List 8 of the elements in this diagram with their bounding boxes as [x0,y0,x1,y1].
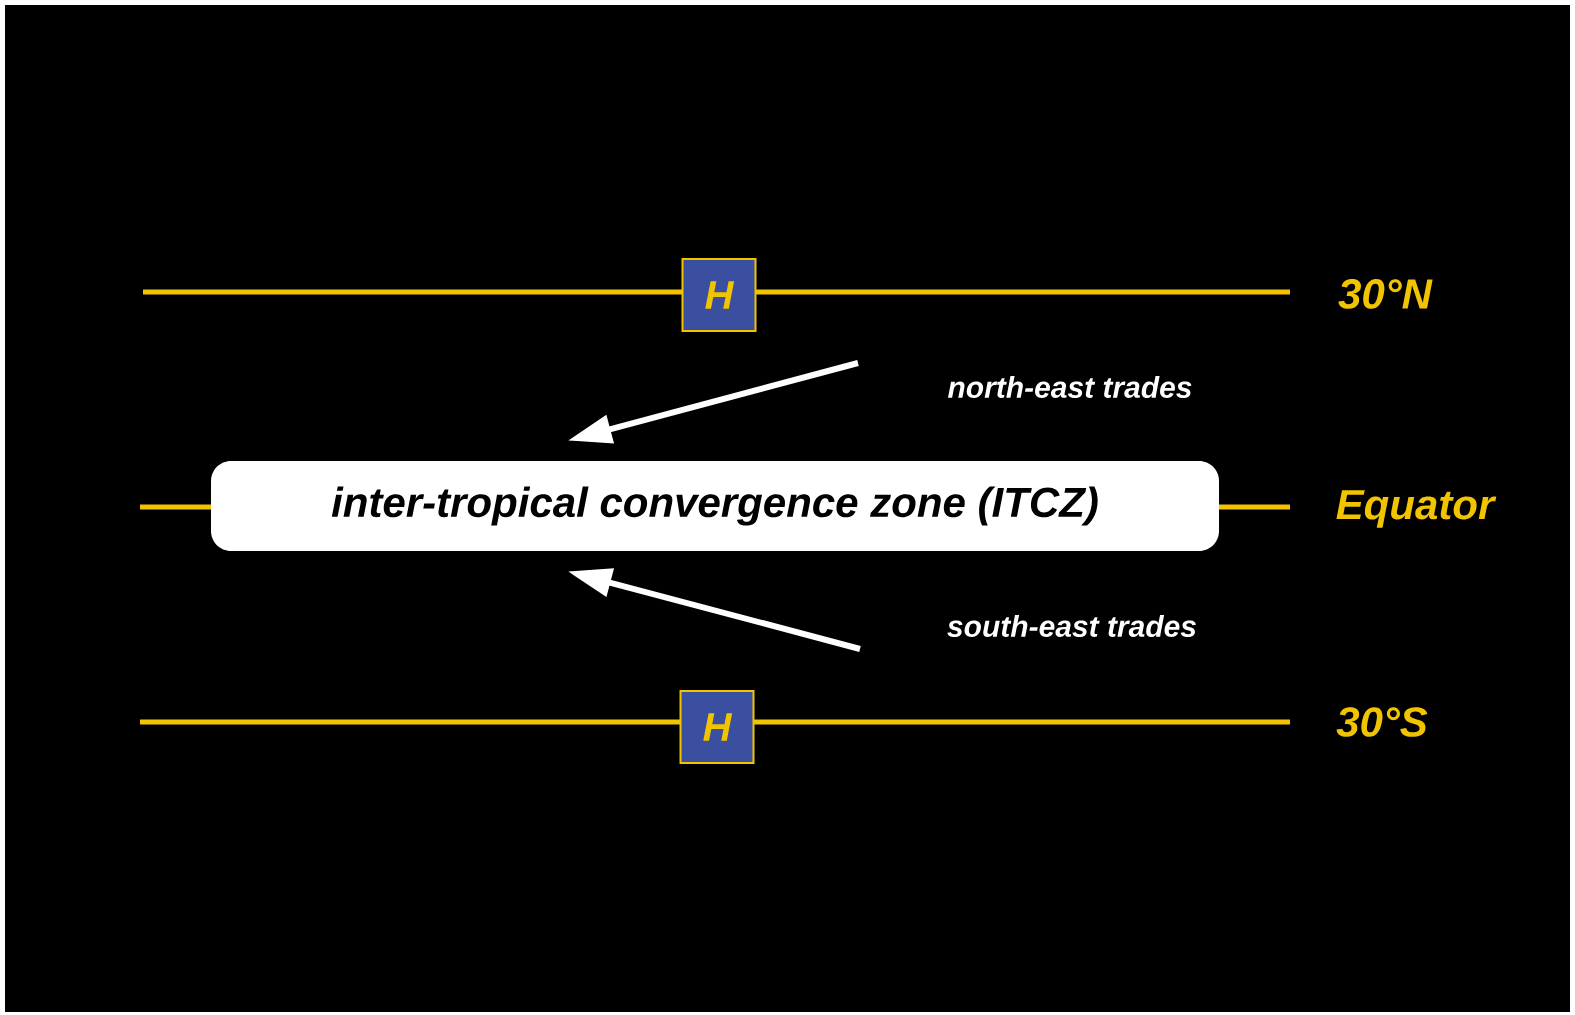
high-pressure-box: H [679,690,755,764]
high-pressure-box: H [681,258,757,332]
edge-label: north-east trades [948,375,1192,398]
latitude-label: Equator [1336,490,1497,528]
latitude-label: 30°S [1336,707,1428,737]
latitude-label: 30°N [1338,279,1433,309]
zone-box: inter-tropical convergence zone (ITCZ) [211,461,1219,551]
edge-label: south-east trades [947,614,1196,637]
